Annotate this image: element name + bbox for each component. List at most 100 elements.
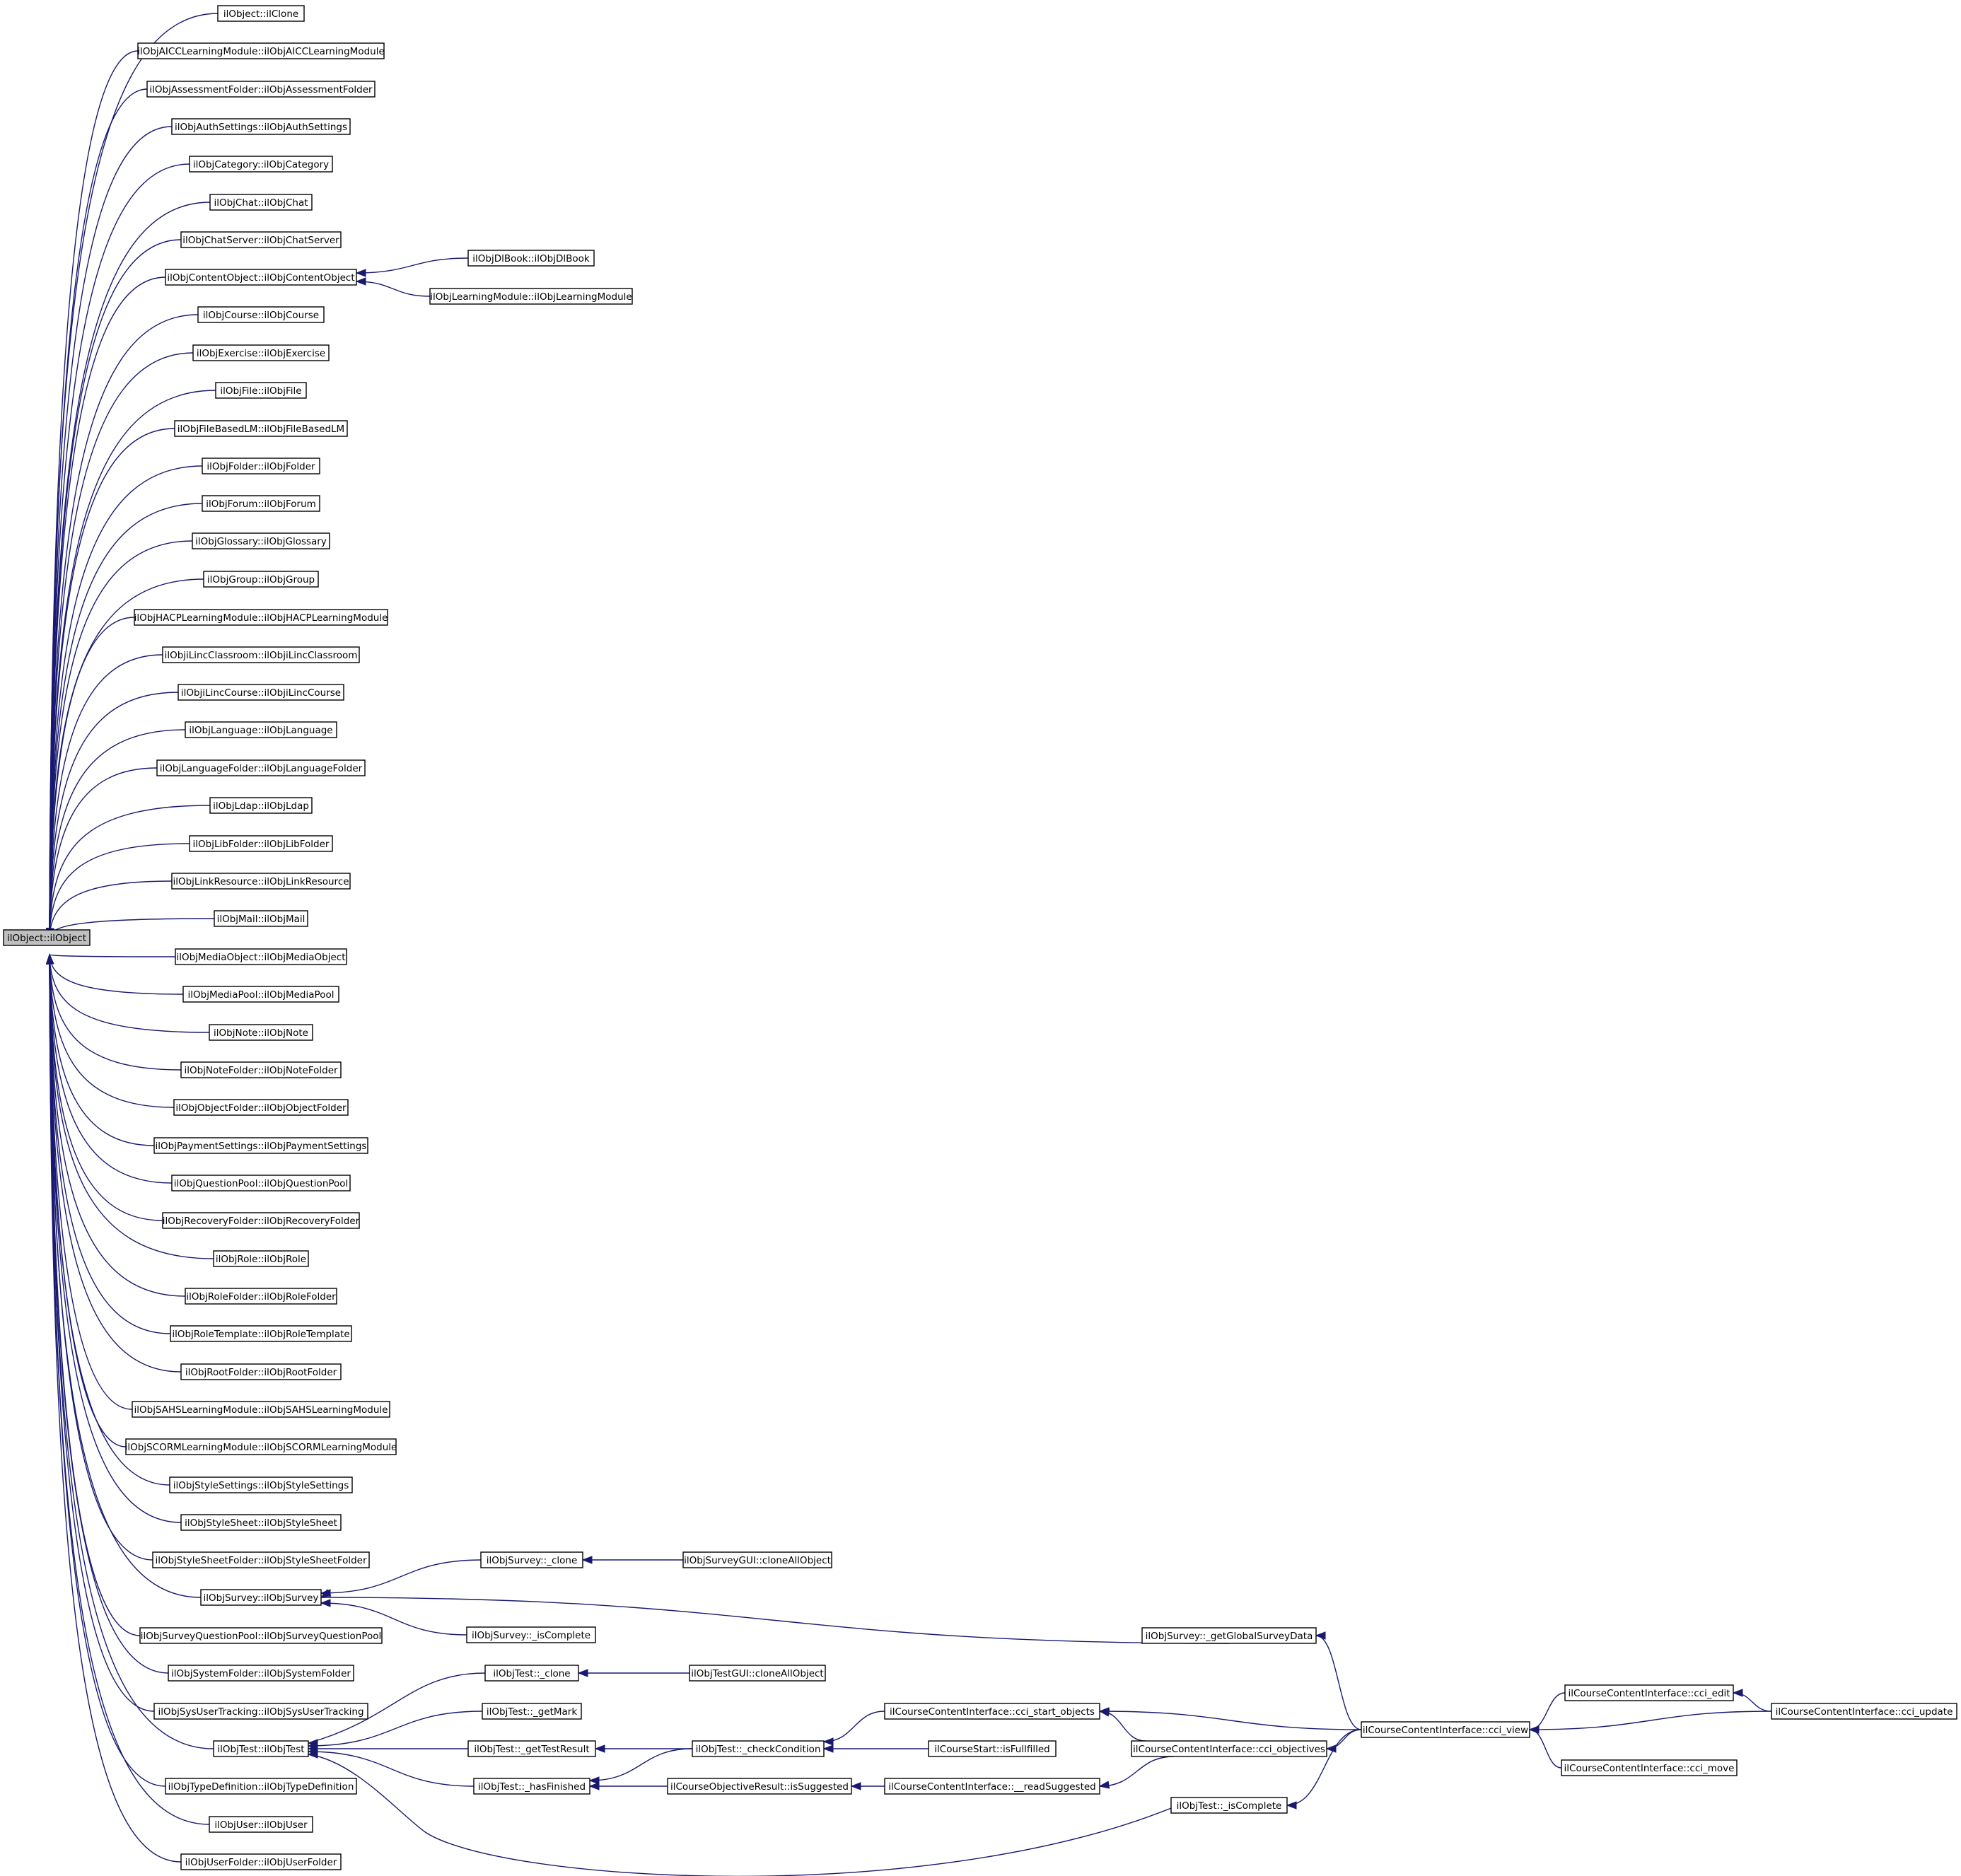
graph-node-siscomplete[interactable]: ilObjSurvey::_isComplete (466, 1626, 596, 1643)
graph-node-c7[interactable]: ilObjContentObject::ilObjContentObject (165, 269, 357, 286)
graph-node-c13[interactable]: ilObjForum::ilObjForum (202, 495, 320, 512)
graph-node-c28[interactable]: ilObjNoteFolder::ilObjNoteFolder (180, 1061, 342, 1078)
graph-node-c34[interactable]: ilObjRoleFolder::ilObjRoleFolder (185, 1288, 337, 1305)
edge-cciview-to-ccistart (1099, 1711, 1362, 1730)
graph-node-c31[interactable]: ilObjQuestionPool::ilObjQuestionPool (171, 1175, 351, 1192)
graph-node-c45[interactable]: ilObjSysUserTracking::ilObjSysUserTracki… (153, 1703, 368, 1720)
graph-node-c14[interactable]: ilObjGlossary::ilObjGlossary (192, 532, 330, 549)
node-box (175, 948, 347, 965)
node-box (1141, 1627, 1317, 1644)
graph-node-root[interactable]: ilObject::ilObject (3, 929, 91, 946)
edge-c22-to-root (49, 843, 190, 938)
graph-node-c32[interactable]: ilObjRecoveryFolder::ilObjRecoveryFolder (162, 1212, 360, 1229)
node-box (1771, 1703, 1957, 1720)
graph-node-c47[interactable]: ilObjTypeDefinition::ilObjTypeDefinition (165, 1778, 357, 1795)
graph-node-cciupdate[interactable]: ilCourseContentInterface::cci_update (1771, 1703, 1957, 1720)
graph-node-c40[interactable]: ilObjStyleSheet::ilObjStyleSheet (180, 1514, 342, 1531)
graph-node-c19[interactable]: ilObjLanguage::ilObjLanguage (185, 721, 337, 738)
edge-siscomplete-to-c42 (320, 1602, 467, 1636)
graph-node-c18[interactable]: ilObjiLincCourse::ilObjiLincCourse (178, 684, 344, 701)
graph-node-c9[interactable]: ilObjExercise::ilObjExercise (192, 344, 330, 361)
graph-node-sclone[interactable]: ilObjSurvey::_clone (480, 1551, 583, 1568)
graph-node-c38[interactable]: ilObjSCORMLearningModule::ilObjSCORMLear… (125, 1438, 397, 1455)
graph-node-c4[interactable]: ilObjCategory::ilObjCategory (189, 156, 333, 173)
graph-node-ccimove[interactable]: ilCourseContentInterface::cci_move (1561, 1759, 1738, 1776)
graph-node-tgetresult[interactable]: ilObjTest::_getTestResult (467, 1740, 596, 1757)
graph-node-c20[interactable]: ilObjLanguageFolder::ilObjLanguageFolder (156, 759, 366, 776)
graph-node-readsugg[interactable]: ilCourseContentInterface::__readSuggeste… (884, 1778, 1100, 1795)
graph-node-dlbook[interactable]: ilObjDlBook::ilObjDlBook (467, 250, 595, 267)
graph-node-lm[interactable]: ilObjLearningModule::ilObjLearningModule (429, 288, 633, 305)
graph-node-c44[interactable]: ilObjSystemFolder::ilObjSystemFolder (168, 1665, 354, 1682)
graph-node-c16[interactable]: ilObjHACPLearningModule::ilObjHACPLearni… (134, 609, 388, 626)
graph-node-c10[interactable]: ilObjFile::ilObjFile (215, 382, 307, 399)
node-box (1564, 1684, 1734, 1701)
graph-node-c42[interactable]: ilObjSurvey::ilObjSurvey (200, 1589, 322, 1606)
edge-thasfin-to-c46 (308, 1751, 475, 1787)
graph-node-c2[interactable]: ilObjAssessmentFolder::ilObjAssessmentFo… (146, 81, 376, 98)
graph-node-c39[interactable]: ilObjStyleSettings::ilObjStyleSettings (169, 1476, 353, 1493)
graph-node-thasfin[interactable]: ilObjTest::_hasFinished (473, 1778, 590, 1795)
graph-node-c8[interactable]: ilObjCourse::ilObjCourse (197, 306, 325, 323)
graph-node-sguiclone[interactable]: ilObjSurveyGUI::cloneAllObject (682, 1551, 832, 1568)
arrowhead-icon (588, 1776, 600, 1785)
edge-tclone-to-c46 (308, 1672, 486, 1744)
node-box (174, 420, 348, 437)
graph-node-cciview[interactable]: ilCourseContentInterface::cci_view (1361, 1721, 1530, 1738)
graph-node-c27[interactable]: ilObjNote::ilObjNote (209, 1024, 313, 1041)
graph-node-sglobal[interactable]: ilObjSurvey::_getGlobalSurveyData (1141, 1627, 1317, 1644)
node-box (466, 1626, 596, 1643)
node-box (165, 1778, 357, 1795)
node-label: ilObjForum::ilObjForum (206, 499, 316, 510)
node-box (180, 231, 342, 248)
node-label: ilObjFileBasedLM::ilObjFileBasedLM (178, 424, 344, 435)
graph-node-c30[interactable]: ilObjPaymentSettings::ilObjPaymentSettin… (153, 1137, 368, 1154)
graph-node-c49[interactable]: ilObjUserFolder::ilObjUserFolder (180, 1853, 342, 1870)
graph-node-c5[interactable]: ilObjChat::ilObjChat (209, 194, 313, 211)
node-box (171, 873, 351, 890)
graph-node-c46[interactable]: ilObjTest::ilObjTest (213, 1740, 309, 1757)
node-box (928, 1740, 1057, 1757)
edge-c49-to-root (49, 954, 182, 1863)
graph-node-tiscomplete[interactable]: ilObjTest::_isComplete (1170, 1797, 1288, 1814)
graph-node-c1[interactable]: ilObjAICCLearningModule::ilObjAICCLearni… (137, 42, 385, 59)
node-box (146, 81, 376, 98)
graph-node-c41[interactable]: ilObjStyleSheetFolder::ilObjStyleSheetFo… (152, 1551, 370, 1568)
graph-node-c33[interactable]: ilObjRole::ilObjRole (213, 1250, 309, 1267)
graph-node-c21[interactable]: ilObjLdap::ilObjLdap (209, 797, 313, 814)
graph-node-c24[interactable]: ilObjMail::ilObjMail (214, 910, 308, 927)
graph-node-c25[interactable]: ilObjMediaObject::ilObjMediaObject (175, 948, 347, 965)
graph-node-cciobj[interactable]: ilCourseContentInterface::cci_objectives (1131, 1740, 1327, 1757)
graph-node-c0[interactable]: ilObject::ilClone (217, 5, 305, 22)
graph-node-issugg[interactable]: ilCourseObjectiveResult::isSuggested (667, 1778, 852, 1795)
graph-node-tcheck[interactable]: ilObjTest::_checkCondition (692, 1740, 825, 1757)
graph-node-c3[interactable]: ilObjAuthSettings::ilObjAuthSettings (171, 118, 351, 135)
graph-node-c15[interactable]: ilObjGroup::ilObjGroup (203, 571, 319, 588)
graph-node-c29[interactable]: ilObjObjectFolder::ilObjObjectFolder (173, 1099, 349, 1116)
graph-node-c26[interactable]: ilObjMediaPool::ilObjMediaPool (182, 986, 339, 1003)
node-label: ilObjCourse::ilObjCourse (203, 310, 319, 321)
graph-node-c12[interactable]: ilObjFolder::ilObjFolder (202, 458, 320, 474)
graph-node-ccistart[interactable]: ilCourseContentInterface::cci_start_obje… (884, 1703, 1100, 1720)
node-label: ilObjTypeDefinition::ilObjTypeDefinition (168, 1781, 354, 1793)
graph-node-c22[interactable]: ilObjLibFolder::ilObjLibFolder (189, 835, 333, 852)
node-label: ilObjSCORMLearningModule::ilObjSCORMLear… (125, 1442, 397, 1453)
graph-node-c48[interactable]: ilObjUser::ilObjUser (209, 1816, 313, 1833)
node-label: ilObjUserFolder::ilObjUserFolder (185, 1857, 337, 1868)
graph-node-c17[interactable]: ilObjiLincClassroom::ilObjiLincClassroom (162, 646, 360, 663)
graph-node-c36[interactable]: ilObjRootFolder::ilObjRootFolder (180, 1363, 342, 1380)
graph-node-tguiclone[interactable]: ilObjTestGUI::cloneAllObject (689, 1665, 826, 1682)
graph-node-c43[interactable]: ilObjSurveyQuestionPool::ilObjSurveyQues… (139, 1627, 383, 1644)
graph-node-cciedit[interactable]: ilCourseContentInterface::cci_edit (1564, 1684, 1734, 1701)
node-label: ilObjSurvey::_clone (487, 1555, 578, 1566)
node-label: ilObjLdap::ilObjLdap (213, 800, 309, 812)
graph-node-tgetmark[interactable]: ilObjTest::_getMark (482, 1703, 582, 1720)
graph-node-c11[interactable]: ilObjFileBasedLM::ilObjFileBasedLM (174, 420, 348, 437)
graph-node-c35[interactable]: ilObjRoleTemplate::ilObjRoleTemplate (170, 1325, 352, 1342)
edge-cciobj-to-readsugg (1099, 1756, 1175, 1787)
graph-node-c37[interactable]: ilObjSAHSLearningModule::ilObjSAHSLearni… (132, 1401, 390, 1418)
graph-node-c23[interactable]: ilObjLinkResource::ilObjLinkResource (171, 873, 351, 890)
graph-node-tclone[interactable]: ilObjTest::_clone (484, 1665, 579, 1682)
graph-node-c6[interactable]: ilObjChatServer::ilObjChatServer (180, 231, 342, 248)
graph-node-fullfilled[interactable]: ilCourseStart::isFullfilled (928, 1740, 1057, 1757)
